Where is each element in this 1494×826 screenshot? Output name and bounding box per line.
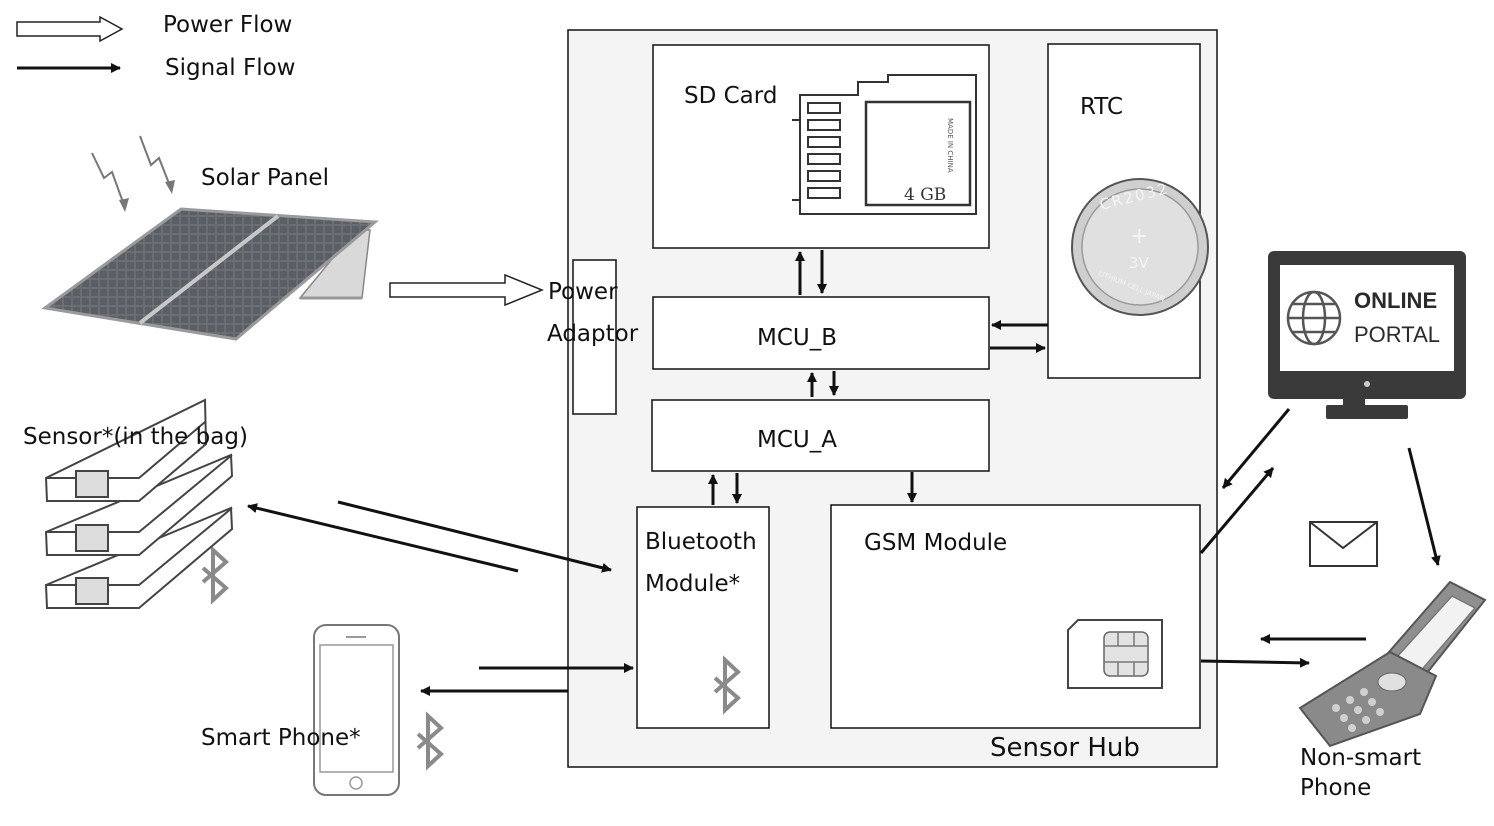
sd-card-fine-print: MADE IN CHINA: [946, 118, 954, 173]
solar-panel-icon: [41, 135, 379, 341]
sensor-stack-icon: [44, 398, 234, 609]
legend: [16, 15, 124, 73]
bluetooth-icon-phone: [416, 711, 444, 771]
sd-card-icon: [792, 74, 977, 215]
arrow-portal-to-gsm: [1221, 408, 1291, 489]
non-smart-phone-icon: [1298, 580, 1487, 748]
sensor-hub-label: Sensor Hub: [990, 733, 1140, 763]
mcu-a-box: [651, 399, 990, 472]
sd-card-capacity: 4 GB: [904, 185, 946, 205]
coin-cell-voltage: 3V: [1129, 254, 1150, 272]
gsm-module-box: [830, 504, 1201, 729]
gsm-module-label: GSM Module: [864, 530, 1008, 556]
sensor-label: Sensor*(in the bag): [23, 424, 248, 450]
bluetooth-module-label-line1: Bluetooth: [645, 529, 757, 555]
online-portal-line1: ONLINE: [1354, 288, 1437, 313]
arrow-gsm-to-portal: [1199, 467, 1275, 554]
power-adaptor-label-line2: Adaptor: [547, 321, 639, 347]
non-smart-phone-label-line1: Non-smart: [1300, 745, 1422, 771]
solar-panel-label: Solar Panel: [201, 165, 329, 191]
mcu-a-label: MCU_A: [757, 427, 837, 453]
smart-phone-icon: [313, 624, 400, 796]
coin-cell-battery-icon: [1071, 178, 1209, 316]
sd-card-label: SD Card: [684, 83, 778, 109]
online-portal-monitor-icon: [1268, 251, 1466, 419]
power-flow-legend-arrow: [16, 15, 124, 43]
rtc-label: RTC: [1080, 94, 1124, 120]
sim-card-icon: [1067, 619, 1163, 689]
smart-phone-label: Smart Phone*: [201, 725, 361, 751]
arrow-gsm-to-phone: [1200, 657, 1310, 668]
bluetooth-module-label-line2: Module*: [645, 571, 741, 597]
arrow-portal-to-phone: [1407, 447, 1441, 566]
mcu-b-label: MCU_B: [757, 325, 838, 351]
envelope-icon: [1309, 521, 1378, 567]
power-adaptor-box: [572, 259, 617, 415]
power-adaptor-label-line1: Power: [548, 279, 618, 305]
legend-power-flow-label: Power Flow: [163, 12, 293, 38]
legend-signal-flow-label: Signal Flow: [165, 55, 296, 81]
non-smart-phone-label-line2: Phone: [1300, 775, 1372, 801]
signal-arrows: [247, 250, 1441, 696]
bluetooth-icon-sensor: [201, 545, 229, 605]
power-flow-arrow: [389, 273, 544, 307]
online-portal-line2: PORTAL: [1354, 322, 1440, 347]
arrow-bt-to-sensor: [247, 503, 519, 573]
bluetooth-icon-module: [713, 655, 741, 715]
mcu-b-box: [652, 296, 990, 370]
globe-icon: [1286, 290, 1342, 346]
coin-cell-plus: +: [1130, 224, 1148, 249]
bluetooth-module-box: [636, 506, 770, 729]
arrow-sensor-to-bt: [337, 500, 612, 573]
